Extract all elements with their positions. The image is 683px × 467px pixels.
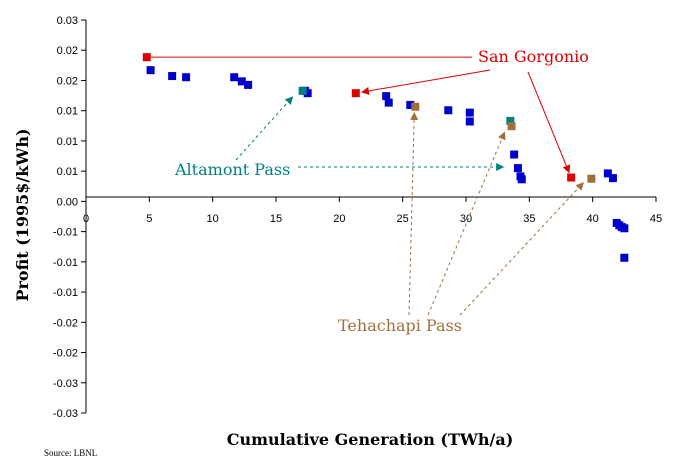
y-tick-labels: 0.03 0.02 0.02 0.01 0.01 0.01 0.00 -0.01 -0.01 -0…: [53, 15, 86, 420]
annotation-arrows: [150, 56, 584, 316]
data-point-other: [444, 106, 453, 115]
data-point-other: [465, 117, 474, 126]
tehachapi-arrow: [408, 111, 419, 316]
data-point-other: [382, 92, 391, 101]
data-point-san-gorgonio: [567, 173, 576, 182]
x-tick-label: 25: [397, 213, 409, 225]
data-point-tehachapi: [587, 174, 596, 183]
annotation-san-gorgonio: San Gorgonio: [478, 47, 589, 66]
data-point-other: [146, 66, 155, 75]
x-tick-label: 40: [587, 213, 599, 225]
axes: [85, 20, 656, 413]
data-point-other: [513, 164, 522, 173]
data-point-other: [620, 253, 629, 262]
data-point-other: [168, 72, 177, 81]
y-axis-title: Profit (1995$/kWh): [13, 128, 32, 301]
data-point-other: [303, 89, 312, 98]
data-point-other: [465, 108, 474, 117]
data-point-altamont: [506, 116, 515, 125]
data-point-altamont: [298, 86, 307, 95]
tehachapi-arrow: [459, 182, 584, 316]
x-tick-label: 15: [270, 213, 282, 225]
data-point-other: [510, 150, 519, 159]
y-tick-label: 0.01: [57, 106, 78, 118]
y-tick-label: -0.02: [53, 348, 78, 360]
y-tick-label: -0.02: [53, 317, 78, 329]
source-note: Source: LBNL: [44, 448, 97, 458]
x-tick-label: 20: [333, 213, 345, 225]
y-tick-label: 0.01: [57, 136, 78, 148]
x-tick-label: 5: [146, 213, 152, 225]
x-axis-title: Cumulative Generation (TWh/a): [227, 430, 514, 449]
data-point-tehachapi: [411, 102, 420, 111]
data-point-other: [406, 100, 415, 109]
x-tick-label: 35: [523, 213, 535, 225]
data-point-other: [620, 224, 629, 233]
san-gorgonio-arrow: [527, 71, 571, 174]
altamont-arrow: [235, 96, 294, 161]
y-tick-label: -0.03: [53, 378, 78, 390]
data-points: [142, 53, 629, 262]
x-tick-label: 30: [460, 213, 472, 225]
y-tick-label: -0.01: [53, 257, 78, 269]
x-tick-label: 45: [650, 213, 662, 225]
y-tick-label: 0.03: [57, 15, 78, 27]
x-tick-label: 10: [207, 213, 219, 225]
data-point-other: [182, 73, 191, 82]
data-point-other: [517, 175, 526, 184]
data-point-other: [384, 98, 393, 107]
data-point-other: [237, 77, 246, 86]
annotation-altamont-pass: Altamont Pass: [174, 160, 290, 179]
y-tick-label: -0.03: [53, 408, 78, 420]
data-point-san-gorgonio: [142, 53, 151, 62]
y-tick-label: 0.01: [57, 166, 78, 178]
data-point-san-gorgonio: [351, 89, 360, 98]
y-tick-label: 0.02: [57, 75, 78, 87]
y-tick-label: 0.00: [57, 196, 78, 208]
x-tick-labels: 0 5 10 15 20 25 30 35 40 45: [83, 197, 662, 225]
y-tick-label: 0.02: [57, 45, 78, 57]
y-tick-label: -0.01: [53, 287, 78, 299]
x-tick-label: 0: [83, 213, 89, 225]
data-point-tehachapi: [507, 122, 516, 131]
data-point-other: [244, 80, 253, 89]
annotation-tehachapi-pass: Tehachapi Pass: [338, 316, 462, 335]
san-gorgonio-arrow: [361, 69, 491, 95]
y-tick-label: -0.01: [53, 227, 78, 239]
data-point-other: [230, 73, 239, 82]
data-point-other: [603, 169, 612, 178]
data-point-other: [608, 174, 617, 183]
